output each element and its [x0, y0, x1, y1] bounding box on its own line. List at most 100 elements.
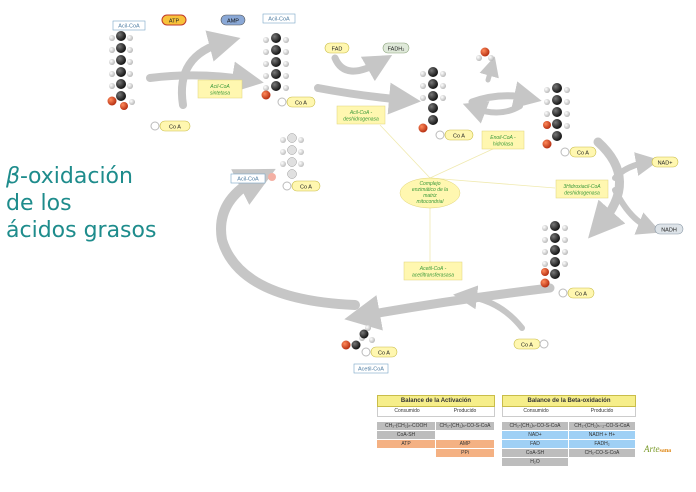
svg-text:ATP: ATP — [169, 19, 180, 25]
nadh-arrow — [612, 187, 662, 235]
hydration-arrow-left — [462, 101, 523, 124]
amp-pill: AMP — [220, 14, 246, 26]
table-row: CH₃-(CH₂)ₙ-CO-S-CoA CH₃-(CH₂)ₙ₋₂-CO-S-Co… — [502, 422, 636, 430]
atp-pill: ATP — [161, 14, 187, 26]
cell: ATP — [377, 440, 435, 448]
cell: CH₃-CO-S-CoA — [569, 449, 635, 457]
balance-beta-title: Balance de la Beta-oxidación — [502, 395, 636, 407]
enzyme-transferasa: Acetil-CoA -acetiltransferasasa — [403, 261, 463, 281]
coa-tag-6: Co A — [558, 287, 595, 299]
svg-text:deshidrogenasa: deshidrogenasa — [564, 191, 600, 197]
cell: AMP — [436, 440, 494, 448]
table-row: CoA-SH CH₃-CO-S-CoA — [502, 449, 636, 457]
svg-text:Co A: Co A — [169, 125, 181, 131]
coa-tag-5: Co A — [282, 180, 321, 192]
cell: H₂O — [502, 458, 568, 466]
cell: PPi — [436, 449, 494, 457]
svg-text:Acil-CoA: Acil-CoA — [209, 84, 230, 90]
table-row: CoA-SH — [377, 431, 495, 439]
cell: FAD — [502, 440, 568, 448]
title-oxidacion: -oxidación — [20, 164, 133, 189]
svg-text:Co A: Co A — [453, 134, 465, 140]
balance-beta-headers: Consumido Producido — [502, 407, 636, 417]
svg-text:Co A: Co A — [521, 343, 533, 349]
svg-text:acetiltransferasasa: acetiltransferasasa — [412, 273, 454, 279]
svg-text:Acil-CoA -: Acil-CoA - — [349, 110, 373, 116]
acyl-coa-molecule-1 — [261, 33, 289, 100]
svg-text:Co A: Co A — [295, 101, 307, 107]
coa-tag-3: Co A — [435, 129, 474, 141]
hydration-arrow-right — [468, 81, 542, 109]
coa-tag-7: Co A — [513, 338, 549, 350]
enoyl-coa-molecule — [418, 67, 446, 133]
cell: CoA-SH — [377, 431, 435, 439]
svg-text:NADH: NADH — [661, 228, 677, 234]
coa-tag-4: Co A — [560, 146, 597, 158]
cell — [377, 449, 435, 457]
svg-text:3Hidroxiacil-CoA: 3Hidroxiacil-CoA — [563, 184, 601, 190]
dehydrogenation-arrow — [314, 82, 421, 115]
fatty-acid-molecule — [107, 31, 135, 110]
thiolysis-arrow — [344, 283, 555, 331]
cell: CH₃-(CH₂)ₙ-CO-S-CoA — [502, 422, 568, 430]
coa-tag-2: Co A — [277, 96, 316, 108]
pathway-arrows — [146, 30, 662, 331]
svg-text:hidrolasa: hidrolasa — [493, 142, 514, 148]
svg-text:FAD: FAD — [332, 47, 343, 53]
table-row: H₂O — [502, 458, 636, 466]
acyl-coa-label-3: Acil-CoA — [230, 173, 266, 184]
logo-sub: sana — [659, 448, 672, 454]
svg-text:Acil-CoA: Acil-CoA — [118, 24, 140, 30]
table-row: CH₃-(CH₂)ₙ-COOH CH₃-(CH₂)ₙ-CO-S-CoA — [377, 422, 495, 430]
svg-text:Co A: Co A — [577, 151, 589, 157]
table-row: ATP AMP — [377, 440, 495, 448]
acyl-coa-label-1: Acil-CoA — [112, 20, 146, 31]
coa-entry-arrow — [453, 285, 525, 331]
header-producido: Producido — [590, 408, 614, 414]
cell: CH₃-(CH₂)ₙ-CO-S-CoA — [436, 422, 494, 430]
table-row: FAD FADH₂ — [502, 440, 636, 448]
enzyme-hidrolasa: Enoil-CoA -hidrolasa — [481, 130, 525, 150]
cofactor-pills: ATP AMP FAD FADH₂ NAD+ NADH — [161, 14, 684, 235]
complex-links — [379, 124, 556, 262]
slide-title: β-oxidación de los ácidos grasos — [6, 163, 156, 244]
svg-text:Co A: Co A — [575, 292, 587, 298]
title-line-1: β-oxidación — [6, 163, 156, 190]
nadh-pill: NADH — [654, 223, 684, 235]
svg-text:Acetil-CoA: Acetil-CoA — [358, 367, 384, 373]
svg-text:mitocondrial: mitocondrial — [417, 199, 445, 205]
svg-text:NAD+: NAD+ — [658, 161, 673, 167]
svg-text:Enoil-CoA -: Enoil-CoA - — [490, 135, 516, 141]
svg-text:Co A: Co A — [300, 185, 312, 191]
fad-arrow — [331, 54, 393, 82]
cell: FADH₂ — [569, 440, 635, 448]
table-row: NAD+ NADH + H+ — [502, 431, 636, 439]
acetyl-coa-molecule — [341, 325, 375, 350]
title-line-2: de los — [6, 191, 72, 216]
nad-arrow — [612, 152, 660, 181]
recycle-arrow — [216, 168, 360, 310]
fadh2-pill: FADH₂ — [382, 42, 410, 54]
header-producido: Producido — [453, 408, 477, 414]
balance-activacion-title: Balance de la Activación — [377, 395, 495, 407]
shortened-acyl-coa-molecule — [268, 133, 304, 181]
svg-text:matriz: matriz — [423, 193, 437, 199]
svg-text:Acetil-CoA -: Acetil-CoA - — [419, 266, 447, 272]
svg-text:FADH₂: FADH₂ — [388, 47, 405, 53]
nad-pill: NAD+ — [651, 156, 679, 168]
cell: CoA-SH — [502, 449, 568, 457]
cell: NAD+ — [502, 431, 568, 439]
cell: NADH + H+ — [569, 431, 635, 439]
enzyme-complex: Complejo enzimático de la matriz mitocon… — [399, 177, 461, 209]
balance-beta-table: Balance de la Beta-oxidación Consumido P… — [502, 395, 636, 466]
hydroxyacyl-coa-molecule — [542, 83, 570, 149]
table-row: PPi — [377, 449, 495, 457]
coa-tag-1: Co A — [150, 120, 191, 132]
molecule-labels: Acil-CoA Acil-CoA Acil-CoA Acetil-CoA — [112, 13, 389, 374]
cell: CH₃-(CH₂)ₙ₋₂-CO-S-CoA — [569, 422, 635, 430]
acyl-coa-label-2: Acil-CoA — [262, 13, 296, 24]
header-consumido: Consumido — [394, 408, 420, 414]
activation-arrow — [146, 61, 264, 94]
